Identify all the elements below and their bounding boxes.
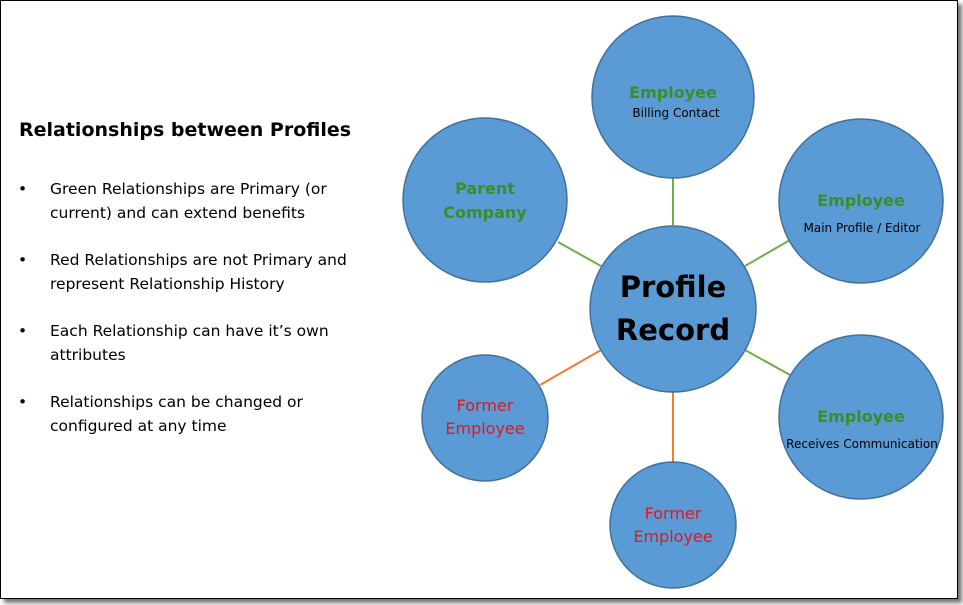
node-circle: [591, 15, 755, 179]
node-title: Employee: [817, 407, 905, 426]
node-circle: [589, 225, 757, 393]
node-circle: [778, 334, 944, 500]
bullet-history-relationships: Red Relationships are not Primary and re…: [18, 248, 363, 296]
node-employee-main-profile[interactable]: Employee Main Profile / Editor: [778, 118, 944, 284]
node-line1: Parent: [455, 179, 515, 198]
connector-lower-left: [539, 349, 602, 386]
node-circle: [778, 118, 944, 284]
connector-upper-left: [557, 241, 602, 267]
node-employee-billing[interactable]: Employee Billing Contact: [591, 15, 755, 179]
node-line2: Company: [443, 203, 527, 222]
node-line2: Employee: [445, 419, 524, 438]
node-subtitle: Billing Contact: [632, 106, 720, 120]
node-line2: Employee: [633, 527, 712, 546]
node-line1: Former: [457, 396, 514, 415]
center-line1: Profile: [620, 270, 727, 304]
bullet-list: Green Relationships are Primary (or curr…: [18, 177, 363, 461]
node-title: Employee: [817, 191, 905, 210]
node-circle: [402, 117, 568, 283]
center-line2: Record: [616, 313, 730, 347]
bullet-relationship-configuration: Relationships can be changed or configur…: [18, 390, 363, 438]
page-title: Relationships between Profiles: [19, 119, 352, 141]
node-subtitle: Receives Communication: [786, 437, 938, 451]
connector-lower-right: [744, 349, 791, 376]
node-circle: [609, 461, 737, 589]
node-profile-record[interactable]: Profile Record: [589, 225, 757, 393]
node-line1: Former: [645, 504, 702, 523]
node-employee-communication[interactable]: Employee Receives Communication: [778, 334, 944, 500]
node-subtitle: Main Profile / Editor: [804, 221, 921, 235]
connector-upper-right: [744, 239, 791, 267]
node-circle: [421, 354, 549, 482]
bullet-primary-relationships: Green Relationships are Primary (or curr…: [18, 177, 363, 225]
node-parent-company[interactable]: Parent Company: [402, 117, 568, 283]
node-title: Employee: [629, 83, 717, 102]
bullet-relationship-attributes: Each Relationship can have it’s own attr…: [18, 319, 363, 367]
node-former-employee-bottom[interactable]: Former Employee: [609, 461, 737, 589]
node-former-employee-left[interactable]: Former Employee: [421, 354, 549, 482]
